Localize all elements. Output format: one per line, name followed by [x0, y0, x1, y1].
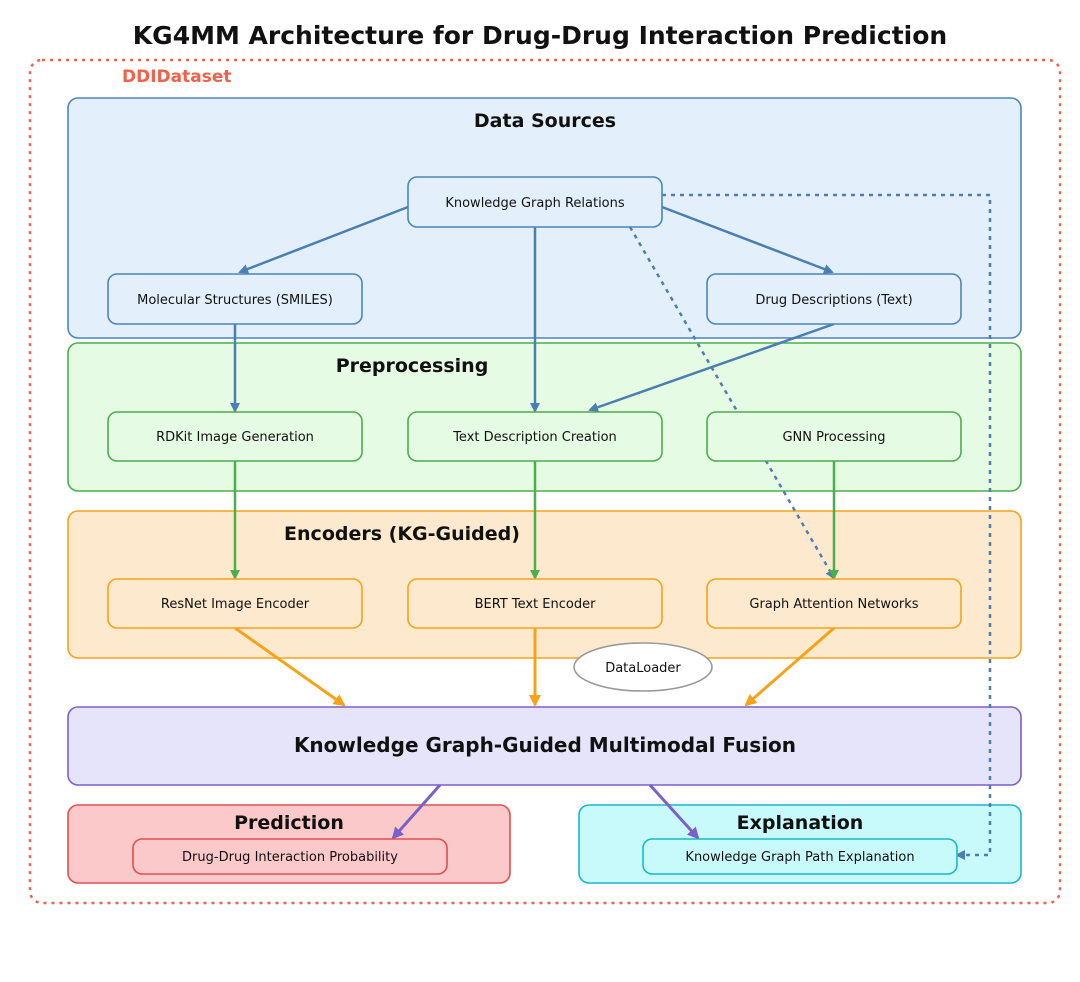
gnn-label: GNN Processing — [782, 430, 885, 445]
arrow-kg-to-descriptions — [661, 205, 834, 274]
resnet-node: ResNet Image Encoder — [107, 578, 363, 629]
bert-label: BERT Text Encoder — [475, 597, 597, 612]
kg-relations-node: Knowledge Graph Relations — [407, 176, 663, 228]
molecular-structures-node: Molecular Structures (SMILES) — [107, 273, 363, 325]
connectors — [230, 193, 992, 860]
kg-path-node: Knowledge Graph Path Explanation — [642, 838, 958, 875]
fusion-section — [67, 706, 1022, 786]
text-creation-node: Text Description Creation — [407, 411, 663, 462]
preprocessing-heading: Preprocessing — [336, 355, 489, 377]
molecular-structures-label: Molecular Structures (SMILES) — [137, 293, 333, 308]
rdkit-label: RDKit Image Generation — [156, 430, 314, 445]
arrow-gat-to-fusion — [744, 626, 835, 707]
dataloader-label: DataLoader — [605, 661, 681, 676]
drug-descriptions-node: Drug Descriptions (Text) — [706, 273, 962, 325]
dataset-frame — [28, 58, 1062, 905]
ddi-probability-node: Drug-Drug Interaction Probability — [132, 838, 448, 875]
resnet-label: ResNet Image Encoder — [161, 597, 310, 612]
dataloader-node: DataLoader — [573, 642, 713, 692]
text-creation-label: Text Description Creation — [452, 430, 617, 445]
dotted-kg-to-path-explanation — [662, 193, 992, 860]
bert-node: BERT Text Encoder — [407, 578, 663, 629]
gnn-node: GNN Processing — [706, 411, 962, 462]
encoders-heading: Encoders (KG-Guided) — [284, 523, 520, 545]
arrow-resnet-to-fusion — [234, 626, 346, 707]
rdkit-node: RDKit Image Generation — [107, 411, 363, 462]
kg-path-label: Knowledge Graph Path Explanation — [685, 850, 914, 865]
prediction-heading: Prediction — [234, 812, 344, 834]
diagram-title: KG4MM Architecture for Drug-Drug Interac… — [133, 21, 947, 50]
drug-descriptions-label: Drug Descriptions (Text) — [755, 293, 912, 308]
arrow-kg-to-molecular — [238, 205, 409, 274]
arrow-fusion-to-explanation — [648, 783, 700, 840]
ddi-probability-label: Drug-Drug Interaction Probability — [182, 850, 398, 865]
arrow-fusion-to-prediction — [391, 784, 442, 840]
gat-label: Graph Attention Networks — [749, 597, 918, 612]
data-sources-heading: Data Sources — [474, 110, 616, 132]
gat-node: Graph Attention Networks — [706, 578, 962, 629]
fusion-heading: Knowledge Graph-Guided Multimodal Fusion — [294, 733, 796, 757]
explanation-heading: Explanation — [737, 812, 864, 834]
dataset-label: DDIDataset — [122, 67, 232, 87]
kg-relations-label: Knowledge Graph Relations — [445, 196, 625, 211]
